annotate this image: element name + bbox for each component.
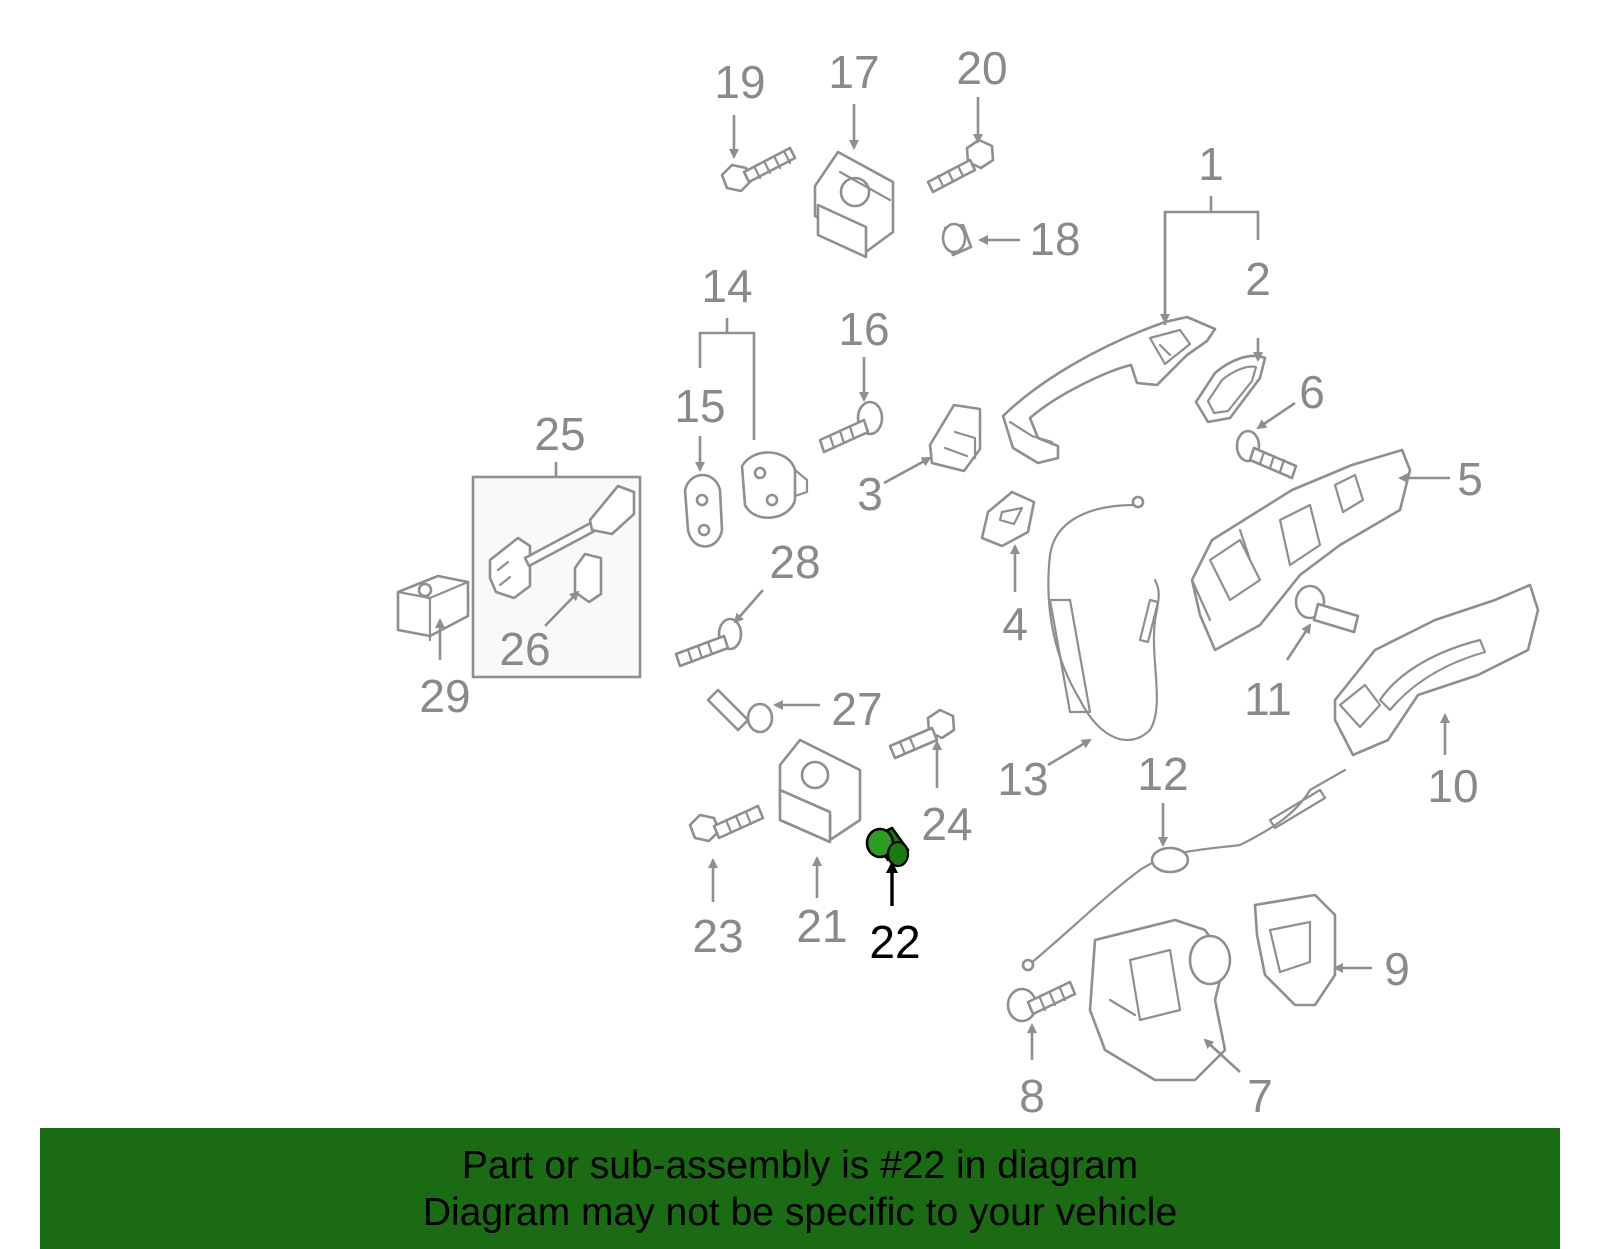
part-14-plate	[740, 451, 809, 520]
part-1-outside-handle	[1001, 315, 1217, 465]
callout-14: 14	[701, 260, 752, 312]
part-9-lock-cover	[1253, 893, 1337, 1007]
part-15-plate	[683, 473, 724, 548]
callout-10: 10	[1427, 760, 1478, 812]
part-21-lower-hinge	[778, 738, 862, 844]
part-28-bolt	[674, 617, 743, 668]
callout-22-highlighted: 22	[869, 916, 920, 968]
callout-18: 18	[1029, 213, 1080, 265]
callout-28: 28	[769, 536, 820, 588]
callout-15: 15	[674, 380, 725, 432]
callout-29: 29	[419, 670, 470, 722]
part-6-screw	[1235, 429, 1298, 480]
info-banner: Part or sub-assembly is #22 in diagram D…	[40, 1128, 1560, 1249]
part-2-handle-gasket	[1194, 354, 1267, 424]
banner-line-part: Part or sub-assembly is #22 in diagram	[461, 1143, 1139, 1187]
callout-23: 23	[692, 910, 743, 962]
leader-6	[1256, 401, 1296, 430]
part-7-door-latch	[1088, 918, 1232, 1082]
part-4-cover	[980, 490, 1036, 548]
part-25-check-strap	[471, 475, 642, 679]
part-13-rod-cable	[1047, 495, 1160, 742]
part-23-bolt	[688, 804, 765, 843]
part-27-bolt	[706, 688, 774, 734]
callout-11: 11	[1244, 673, 1292, 725]
callout-16: 16	[838, 303, 889, 355]
leader-11	[1285, 623, 1312, 661]
callout-20: 20	[956, 42, 1007, 94]
banner-line-disclaimer: Diagram may not be specific to your vehi…	[422, 1190, 1178, 1234]
part-12-cable	[1021, 768, 1347, 972]
part-8-bolt	[1006, 980, 1077, 1023]
leader-7	[1203, 1038, 1241, 1073]
callout-9: 9	[1384, 943, 1410, 995]
part-18-plug	[941, 222, 973, 257]
callout-2: 2	[1245, 253, 1271, 305]
part-10-inside-handle	[1333, 583, 1540, 757]
part-16-screw	[818, 400, 884, 454]
callout-3: 3	[857, 468, 883, 520]
callout-6: 6	[1299, 366, 1325, 418]
callout-7: 7	[1247, 1070, 1273, 1120]
leader-3	[883, 456, 932, 485]
callout-5: 5	[1457, 453, 1483, 505]
callout-12: 12	[1137, 748, 1188, 800]
callout-8: 8	[1019, 1070, 1045, 1120]
bracket-1-2	[1163, 210, 1260, 325]
callout-21: 21	[796, 900, 847, 952]
part-24-bolt	[888, 708, 956, 760]
part-29-bracket	[396, 574, 470, 642]
part-22-plug	[865, 826, 910, 868]
callout-17: 17	[828, 46, 879, 98]
part-11-screw	[1294, 584, 1360, 634]
callout-19: 19	[714, 56, 765, 108]
leader-28	[733, 589, 764, 624]
parts-diagram: 1 2 3 4 5 6 7 8 9 10 11 12 13 14 15 16 1…	[396, 42, 1540, 1120]
part-19-bolt	[720, 146, 797, 193]
leader-13	[1047, 738, 1092, 767]
callout-25: 25	[534, 408, 585, 460]
callout-24: 24	[921, 798, 972, 850]
callout-1: 1	[1198, 138, 1224, 190]
callout-26: 26	[499, 623, 550, 675]
part-17-hinge	[813, 150, 895, 259]
callout-4: 4	[1002, 598, 1028, 650]
callout-13: 13	[997, 753, 1048, 805]
part-26-bumper	[573, 552, 603, 604]
callout-27: 27	[831, 683, 882, 735]
leader-26	[544, 590, 580, 627]
part-20-bolt	[926, 138, 995, 194]
part-3-cap	[928, 403, 982, 473]
part-5-handle-carrier	[1190, 448, 1412, 652]
